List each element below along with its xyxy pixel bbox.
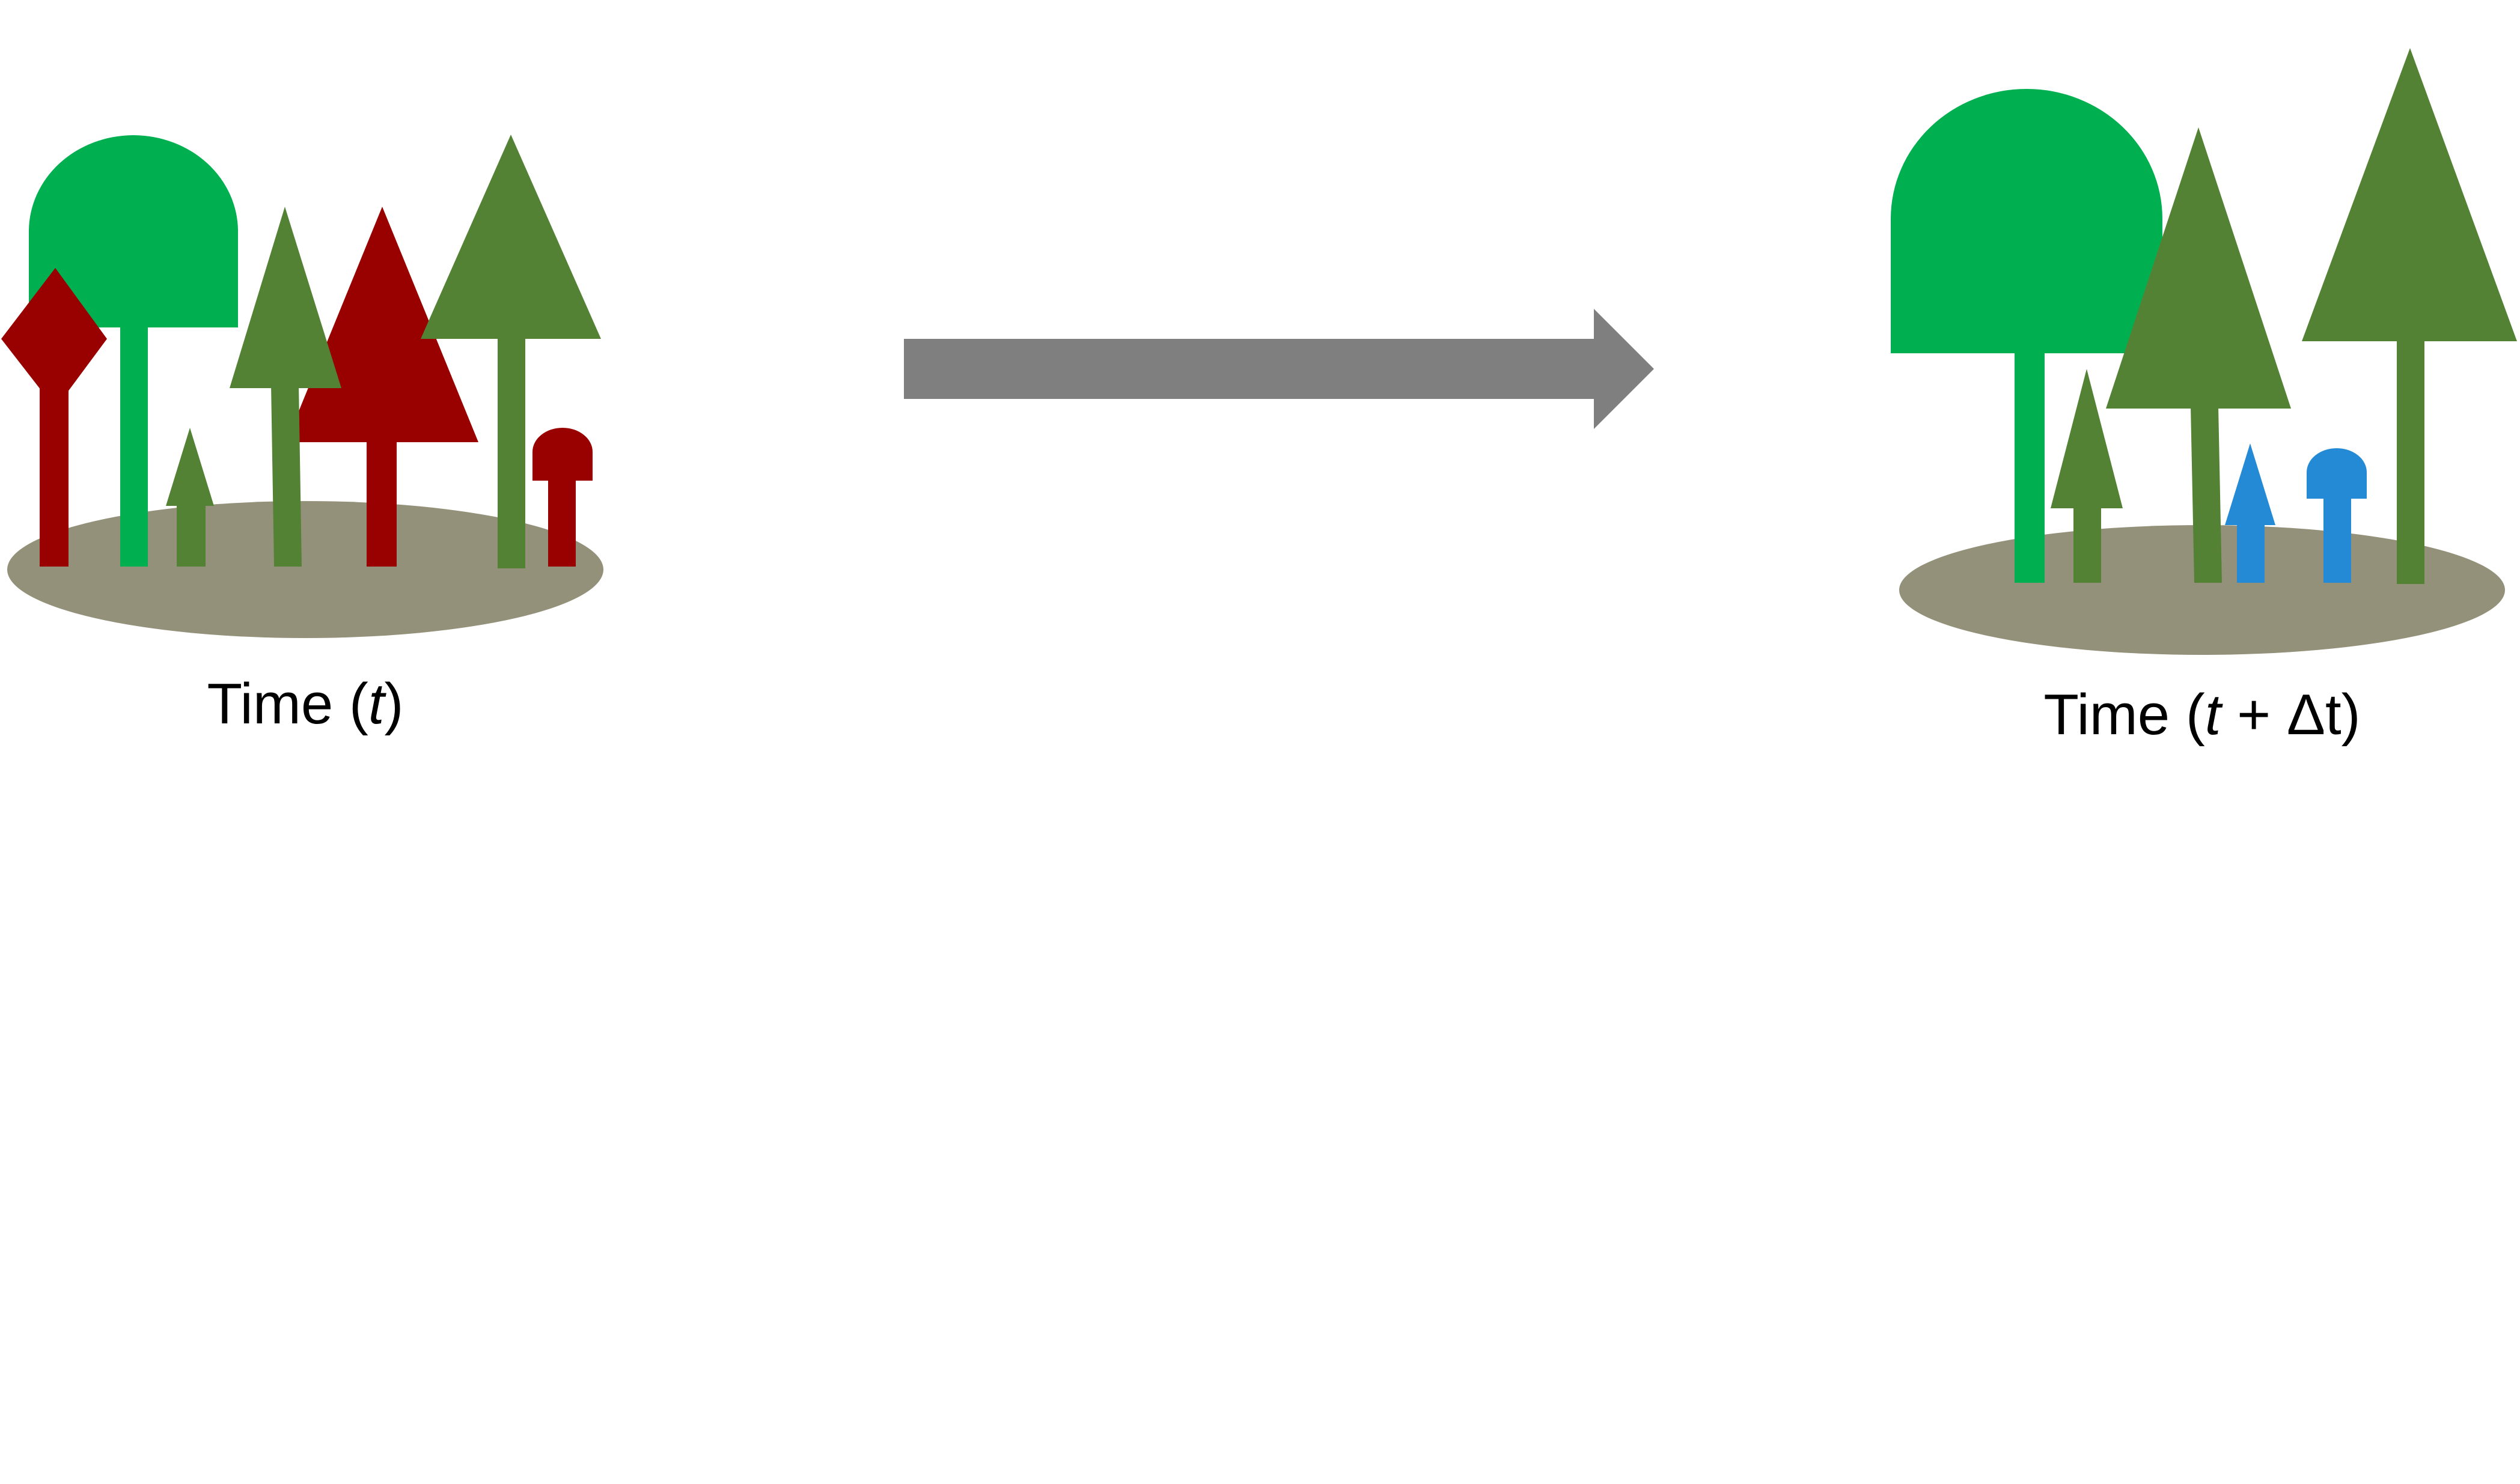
round-tree-green-after — [1891, 89, 2162, 583]
caption-before: Time (t) — [207, 672, 403, 736]
mushroom-tree-red-before — [532, 428, 593, 567]
tall-pine-olive-after — [2302, 48, 2517, 584]
diamond-tree-red-before — [1, 268, 107, 567]
pine-tree-olive-after — [2106, 127, 2291, 583]
tall-pine-olive-before — [421, 135, 601, 568]
before-panel: Time (t) — [1, 135, 603, 736]
caption-after: Time (t + Δt) — [2043, 683, 2360, 747]
pine-tree-olive-before — [230, 207, 341, 567]
round-tree-green-before — [29, 135, 238, 567]
ground-before — [7, 501, 603, 638]
right-arrow-icon — [904, 309, 1654, 429]
small-pine-olive-after — [2051, 369, 2123, 583]
small-pine-olive-before — [166, 428, 214, 567]
mushroom-tree-blue-after — [2307, 448, 2367, 583]
after-panel: Time (t + Δt) — [1891, 48, 2517, 747]
small-pine-blue-after — [2225, 443, 2275, 583]
ground-after — [1899, 525, 2505, 655]
